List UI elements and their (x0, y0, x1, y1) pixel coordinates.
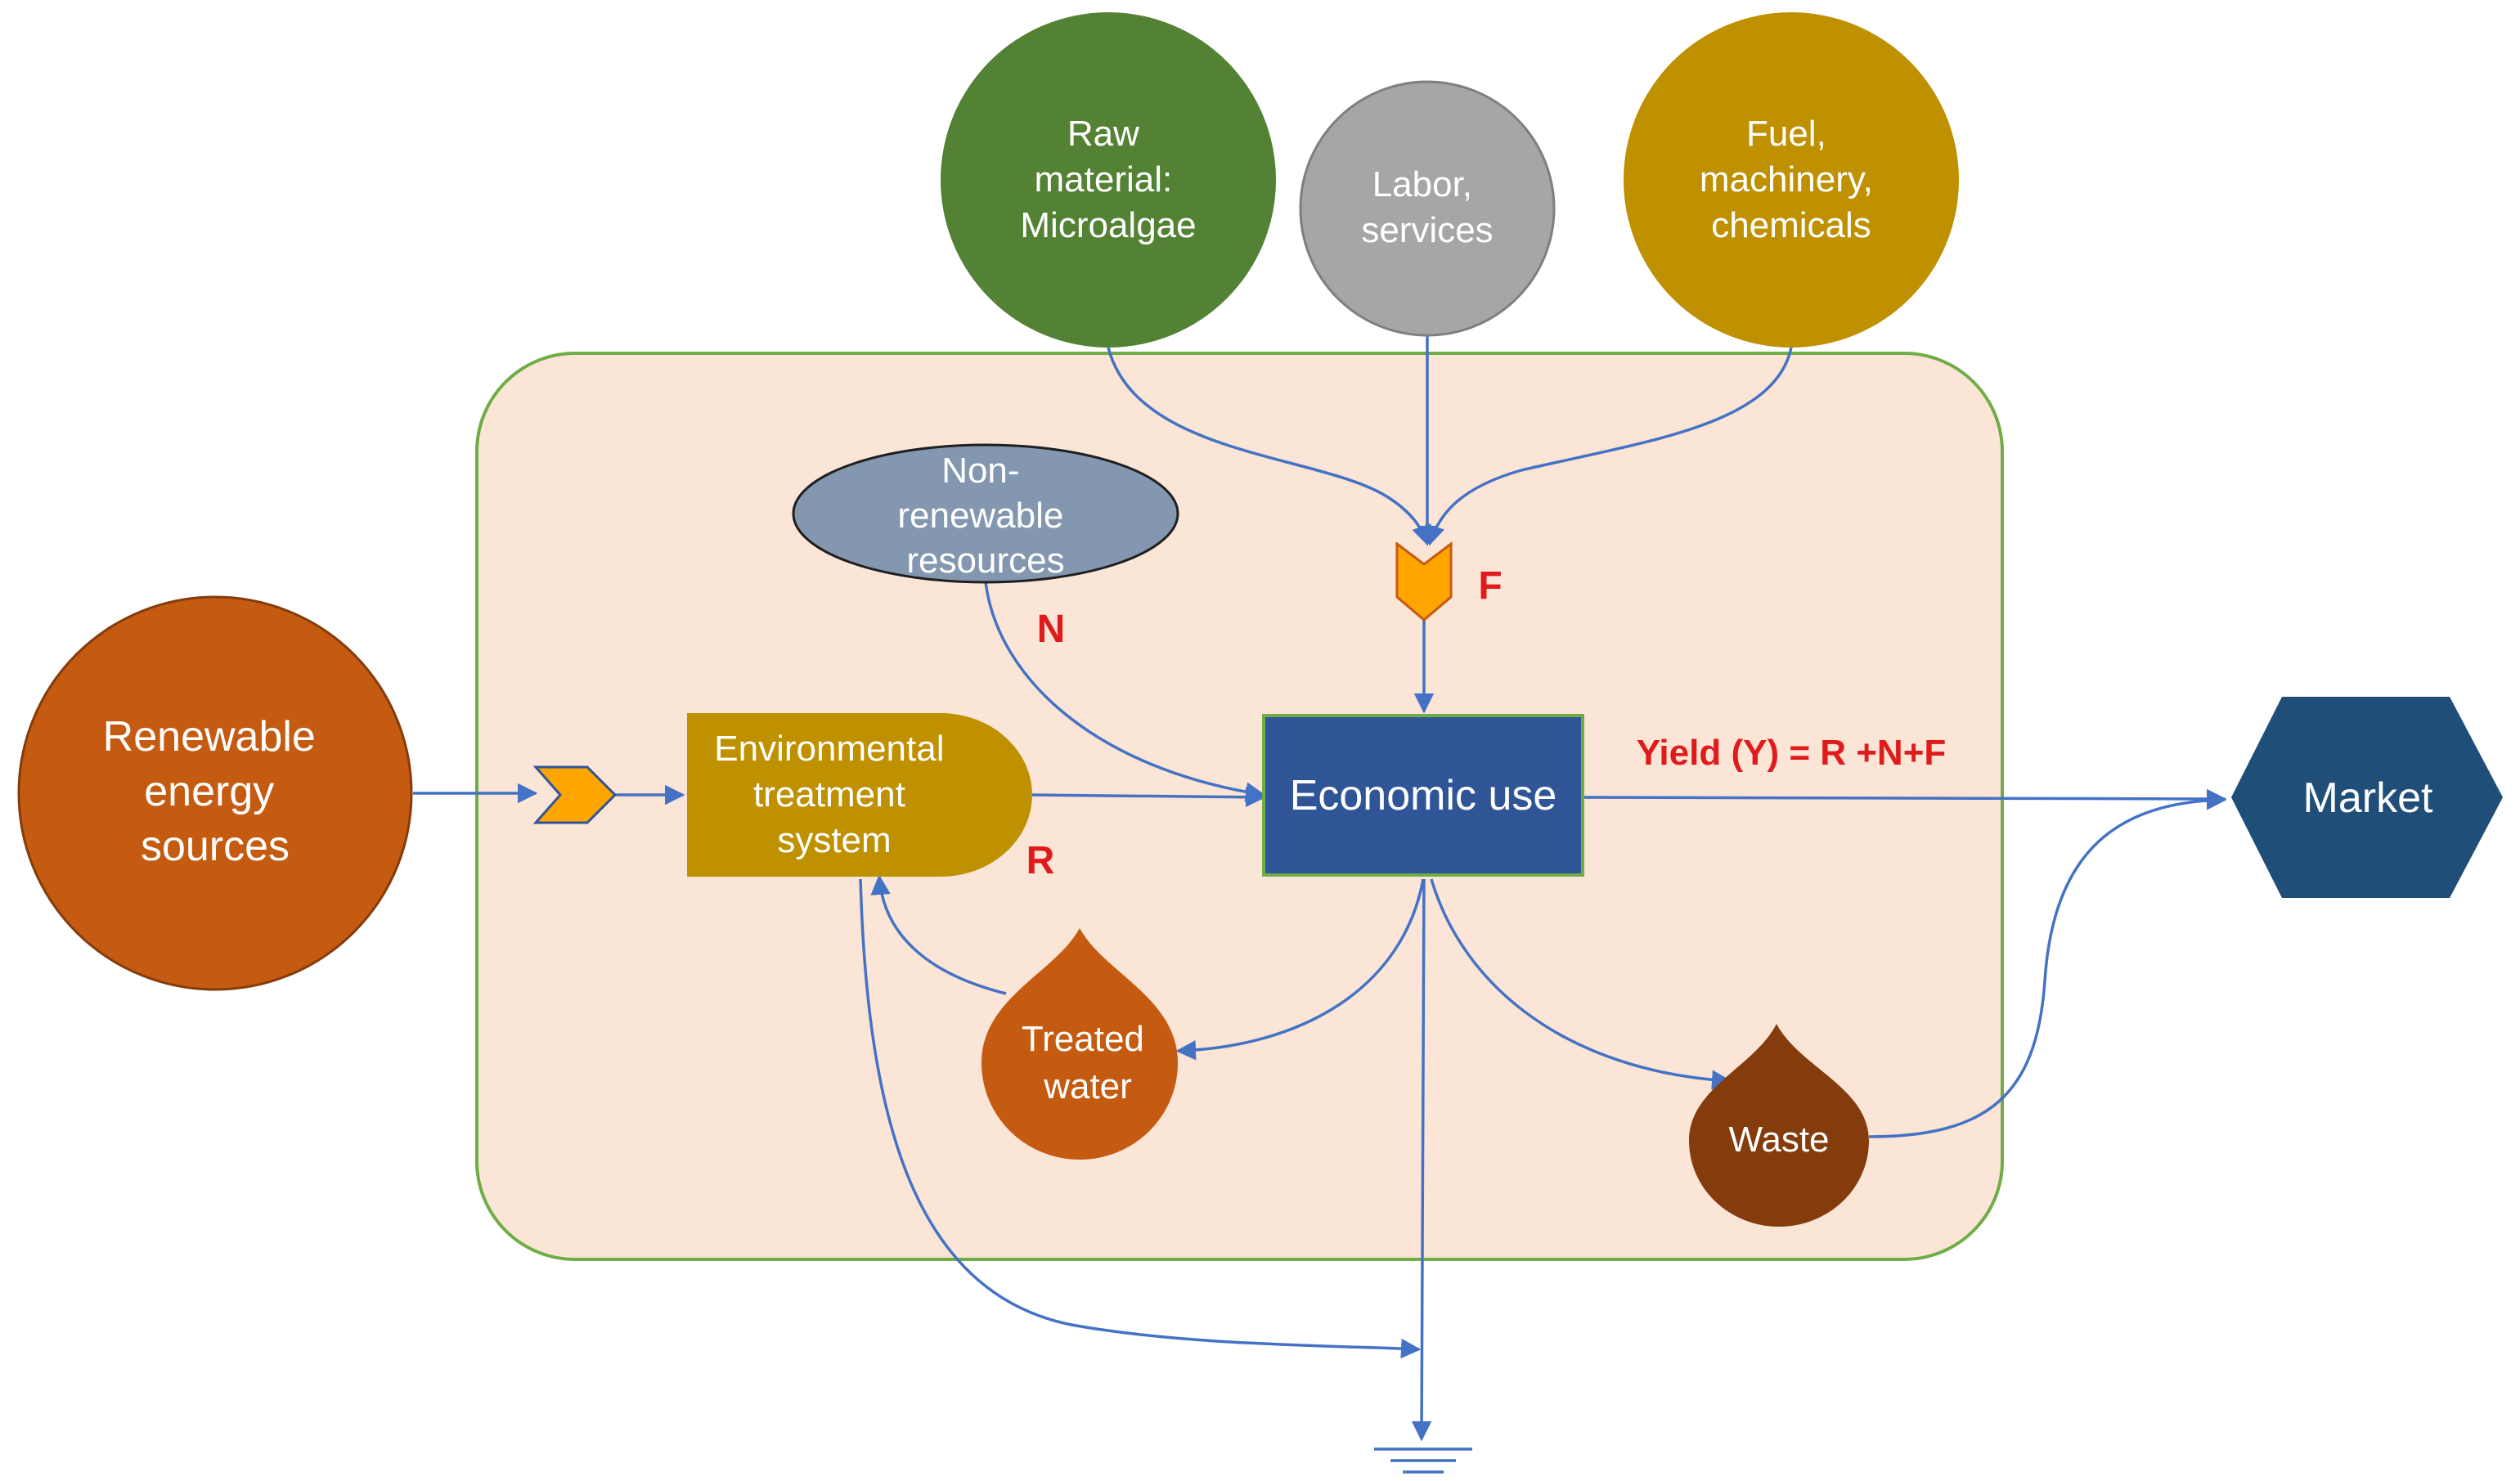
f-label: F (1478, 564, 1502, 608)
treated-water-label-1: Treated (1022, 1019, 1144, 1059)
non-renewable-label-2: renewable (897, 496, 1063, 536)
flow-treated-water-to-env (870, 874, 1007, 995)
treated-water-label-2: water (1043, 1066, 1132, 1106)
renewable-label-1: Renewable (103, 713, 316, 761)
renewable-label-2: energy (144, 768, 274, 815)
fuel-label-1: Fuel, (1746, 114, 1826, 154)
waste-label: Waste (1728, 1120, 1829, 1160)
flow-non-renewable (984, 581, 1266, 802)
labor-label-1: Labor, (1372, 164, 1472, 204)
non-renewable-label-3: resources (906, 541, 1064, 581)
flow-economic-to-waste (1430, 878, 1732, 1090)
f-chevron-icon (1395, 541, 1453, 622)
yield-label: Yield (Y) = R +N+F (1637, 733, 1947, 773)
waste-drop (1689, 1024, 1869, 1227)
svg-text:Treated water: Treated water (1022, 1019, 1154, 1106)
labor-label-2: services (1361, 210, 1493, 250)
n-label: N (1037, 608, 1066, 651)
svg-text:Raw material: Microalg: Raw material: Microalgae (1020, 114, 1196, 245)
raw-material-label-2: material: (1035, 159, 1173, 200)
market-label: Market (2303, 774, 2433, 822)
labor-circle (1299, 80, 1556, 337)
economic-use-label: Economic use (1290, 772, 1557, 819)
env-treatment-label-3: system (777, 820, 891, 860)
flow-economic-to-sink (1411, 878, 1432, 1442)
renewable-label-3: sources (141, 823, 290, 870)
raw-material-circle (941, 12, 1276, 348)
svg-text:Renewable energy sourc: Renewable energy sources (103, 713, 328, 870)
market-hexagon (2231, 697, 2503, 898)
non-renewable-ellipse (792, 443, 1179, 584)
svg-text:Non- renewable resourc: Non- renewable resources (897, 451, 1073, 581)
flow-env-to-sink (859, 878, 1422, 1359)
system-boundary (475, 352, 2004, 1261)
r-label: R (1026, 839, 1055, 882)
raw-material-label-1: Raw (1067, 114, 1139, 154)
svg-text:Environmental treatment: Environmental treatment system (714, 729, 955, 860)
fuel-label-3: chemicals (1711, 205, 1871, 245)
non-renewable-label-1: Non- (941, 451, 1019, 491)
renewable-circle (17, 595, 413, 991)
flow-env-to-economic (1031, 787, 1266, 808)
fuel-circle (1624, 12, 1959, 348)
svg-text:Labor, services: Labor, services (1361, 164, 1493, 250)
fuel-label-2: machinery, (1700, 159, 1873, 200)
env-treatment-label-2: treatment (753, 774, 905, 815)
raw-material-label-3: Microalgae (1020, 205, 1196, 245)
env-treatment-label-1: Environmental (714, 729, 944, 769)
flow-economic-to-treated-water (1175, 878, 1425, 1061)
treated-water-drop (981, 928, 1178, 1160)
svg-text:Fuel, machinery, chemi: Fuel, machinery, chemicals (1700, 114, 1883, 245)
flow-raw-material (1107, 347, 1431, 546)
flow-fuel (1425, 347, 1793, 546)
flow-economic-to-market (1582, 788, 2227, 810)
economic-use-box (1262, 714, 1584, 877)
r-chevron-icon (532, 765, 618, 824)
env-treatment-shape (687, 713, 1032, 877)
flow-waste-to-market (1868, 790, 2227, 1138)
heat-sink-icon (1374, 1447, 1472, 1474)
